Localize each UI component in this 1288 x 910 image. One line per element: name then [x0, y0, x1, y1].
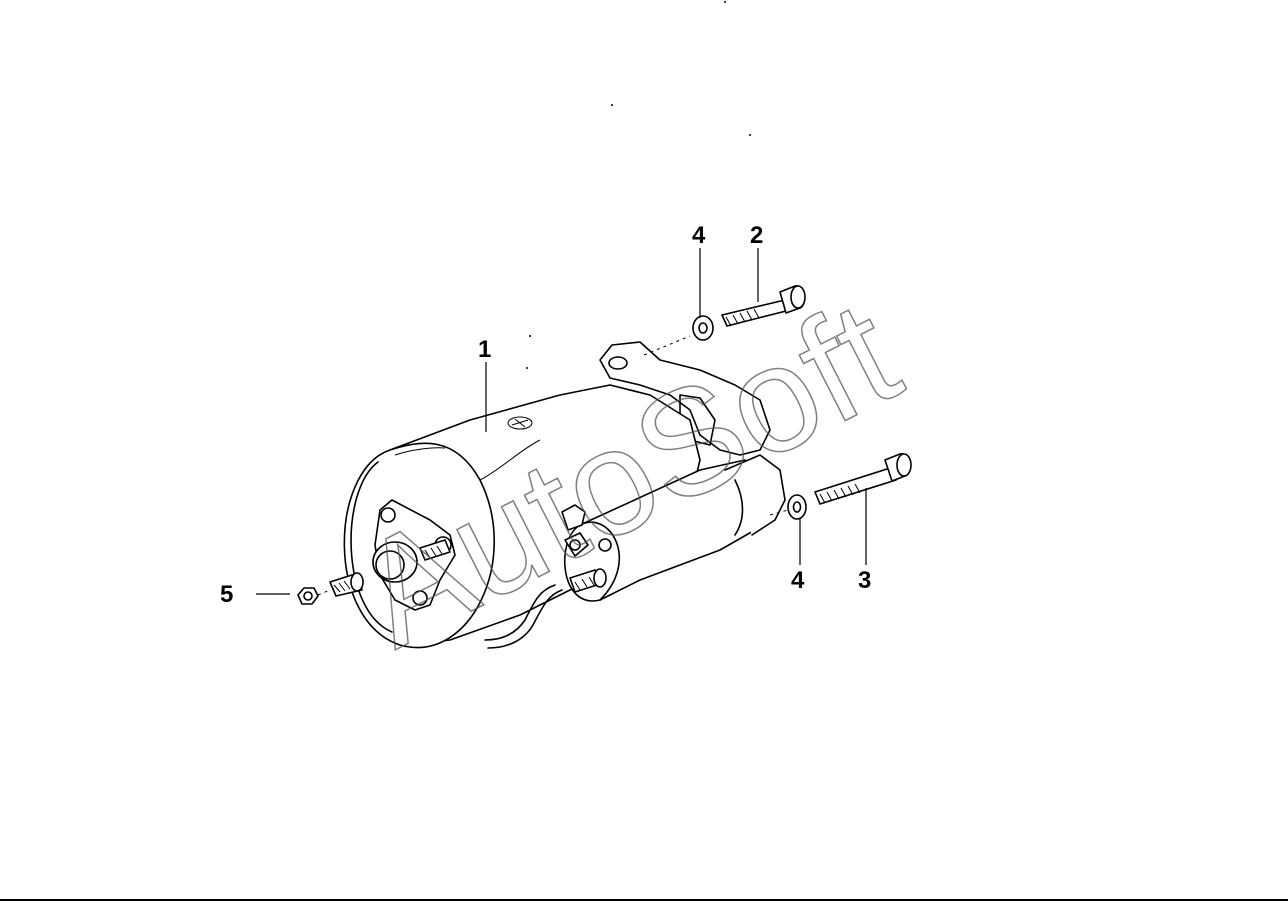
- washer-4-bottom: [787, 494, 807, 520]
- callout-2: 2: [750, 222, 763, 249]
- callout-4-top: 4: [692, 222, 706, 249]
- callout-5: 5: [220, 581, 233, 608]
- callout-3: 3: [858, 567, 871, 594]
- starter-motor: [329, 341, 786, 649]
- callout-4-bottom: 4: [791, 567, 805, 594]
- assembly-lines: [317, 335, 789, 596]
- bolt-3: [814, 453, 912, 505]
- leader-lines: [256, 248, 867, 595]
- callout-1: 1: [478, 336, 491, 363]
- washer-4-top: [692, 315, 714, 341]
- nut-5: [297, 587, 319, 605]
- scan-speckles: [526, 1, 751, 369]
- bolt-2: [721, 285, 806, 327]
